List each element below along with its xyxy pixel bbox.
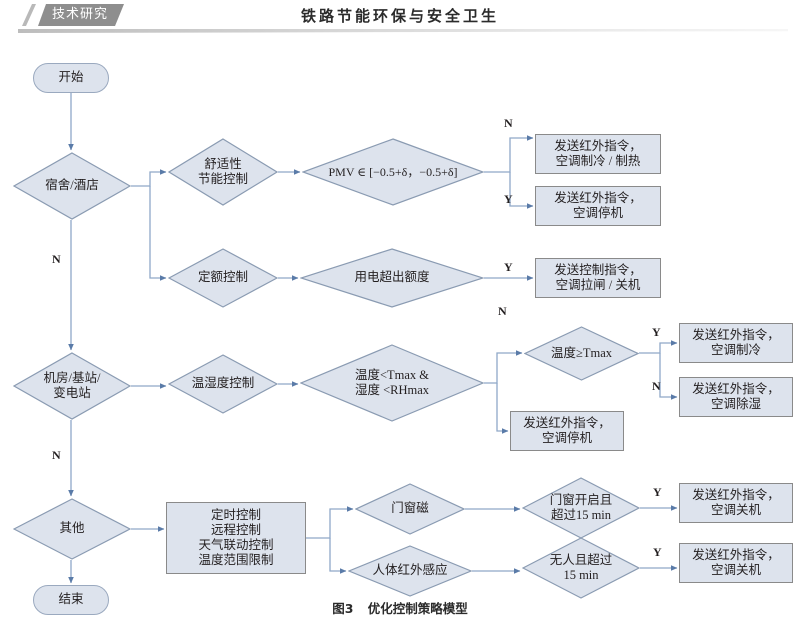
node-other: 其他 [13,498,131,560]
node-label: 温度<Tmax &湿度 <RHmax [354,367,430,397]
node-label: 发送红外指令，空调停机 [523,415,611,445]
diamond-shape [302,138,484,206]
node-dormitory-hotel: 宿舍/酒店 [13,152,131,220]
edge-label-quota-yes: Y [504,260,513,274]
node-quota-control: 定额控制 [168,248,278,308]
diamond-shape [168,248,278,308]
diamond-shape [355,483,465,535]
node-end: 结束 [33,585,109,615]
node-label: 开始 [58,70,84,85]
node-label: 发送红外指令，空调制冷 [692,327,780,357]
edge-label-room-no: N [52,448,61,462]
node-label: 发送红外指令，空调停机 [554,190,642,220]
node-label: 温湿度控制 [191,376,255,391]
node-label: 发送控制指令，空调拉闸 / 关机 [554,262,642,292]
node-label: 其他 [59,521,85,536]
diamond-shape [168,138,278,206]
edge-label-tmax-yes: Y [652,325,661,339]
node-label: 舒适性节能控制 [197,156,248,186]
node-comfort-energy-control: 舒适性节能控制 [168,138,278,206]
figure-title: 优化控制策略模型 [367,601,468,616]
node-action-ac-cool-heat: 发送红外指令，空调制冷 / 制热 [535,134,661,174]
section-tab: 技术研究 [38,4,124,26]
figure-caption: 图3 优化控制策略模型 [0,598,800,617]
node-action-ac-breaker-off: 发送控制指令，空调拉闸 / 关机 [535,258,661,298]
node-label: 用电超出额度 [354,270,430,285]
node-action-ac-off-2: 发送红外指令，空调关机 [679,543,793,583]
diamond-shape [13,152,131,220]
edge-label-doorwin-yes: Y [653,485,662,499]
diamond-shape [300,248,484,308]
header-divider [18,29,788,33]
node-label: 门窗开启且超过15 min [549,492,613,522]
diamond-shape [348,545,472,597]
node-pmv-condition: PMV ∈ [−0.5+δ，−0.5+δ] [302,138,484,206]
node-quota-exceeded-condition: 用电超出额度 [300,248,484,308]
node-other-control-modes: 定时控制远程控制天气联动控制温度范围限制 [166,502,306,574]
node-label: 门窗磁 [391,501,429,516]
node-temp-humidity-condition: 温度<Tmax &湿度 <RHmax [300,344,484,422]
edge-label-dorm-no: N [52,252,61,266]
edge-label-pmv-no: N [504,116,513,130]
node-action-ac-cooling: 发送红外指令，空调制冷 [679,323,793,363]
node-human-infrared-sensor: 人体红外感应 [348,545,472,597]
edge-label-tmax-no: N [652,379,661,393]
edge-label-temphum-no: N [498,304,507,318]
node-label: 发送红外指令，空调除湿 [692,381,780,411]
node-label: 宿舍/酒店 [45,178,99,193]
node-label: 人体红外感应 [372,563,448,578]
node-action-ac-off-1: 发送红外指令，空调关机 [679,483,793,523]
diamond-shape [168,354,278,414]
node-label: 温度≥Tmax [550,345,613,360]
node-label: 机房/基站/变电站 [43,370,101,400]
flowchart-connectors [68,93,678,584]
node-label: 发送红外指令，空调制冷 / 制热 [554,138,642,168]
node-action-ac-stop-2: 发送红外指令，空调停机 [510,411,624,451]
journal-title: 铁路节能环保与安全卫生 [300,7,499,25]
diamond-shape [522,537,640,599]
diamond-shape [13,352,131,420]
diamond-shape [13,498,131,560]
node-label: 定额控制 [197,270,248,285]
node-machine-room-base-station: 机房/基站/变电站 [13,352,131,420]
node-temperature-humidity-control: 温湿度控制 [168,354,278,414]
node-label: 发送红外指令，空调关机 [692,487,780,517]
flowchart: 开始 宿舍/酒店 舒适性节能控制 PMV ∈ [−0.5+δ，−0.5+δ] 发… [0,40,800,615]
edge-label-pir-yes: Y [653,545,662,559]
node-label: 结束 [58,592,84,607]
node-label: 定时控制远程控制天气联动控制温度范围限制 [198,507,274,568]
node-door-window-sensor: 门窗磁 [355,483,465,535]
node-action-ac-dehumidify: 发送红外指令，空调除湿 [679,377,793,417]
diamond-shape [524,326,639,381]
diamond-shape [300,344,484,422]
figure-number: 图3 [332,601,354,616]
node-temp-above-tmax-condition: 温度≥Tmax [524,326,639,381]
node-start: 开始 [33,63,109,93]
node-label: PMV ∈ [−0.5+δ，−0.5+δ] [328,164,458,179]
page-header: 技术研究 铁路节能环保与安全卫生 [0,0,800,40]
edge-label-pmv-yes: Y [504,192,513,206]
node-action-ac-stop-1: 发送红外指令，空调停机 [535,186,661,226]
node-door-open-15min-condition: 门窗开启且超过15 min [522,477,640,539]
node-label: 发送红外指令，空调关机 [692,547,780,577]
